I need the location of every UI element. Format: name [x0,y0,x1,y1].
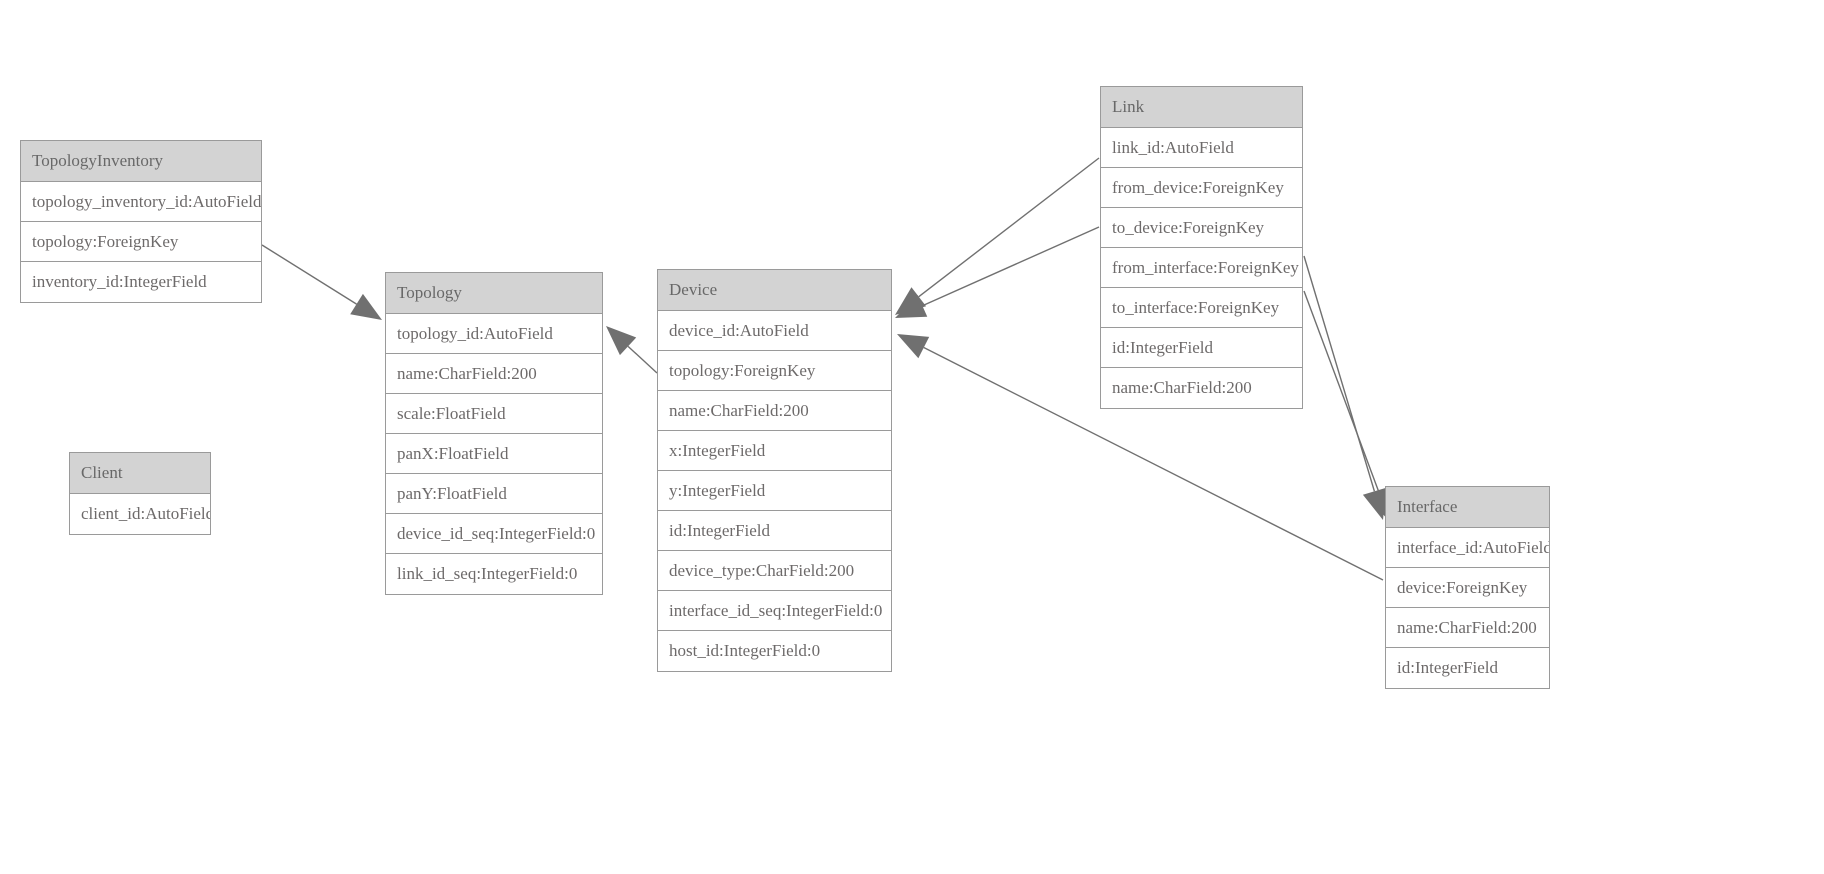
relationship-device-topology [606,326,658,374]
entity-title-device: Device [658,270,891,311]
field-row: interface_id_seq:IntegerField:0 [658,591,891,631]
field-row: device_type:CharField:200 [658,551,891,591]
field-row: name:CharField:200 [1112,378,1252,397]
field-row: x:IntegerField [658,431,891,471]
field-row: interface_id:AutoField [1386,528,1549,568]
field-row: to_interface:ForeignKey [1101,288,1302,328]
relationship-line [627,345,658,374]
field-row: link_id_seq:IntegerField:0 [397,564,578,583]
relationship-line [922,226,1100,307]
entity-title-topology: Topology [386,273,602,314]
field-row: link_id:AutoField [1101,128,1302,168]
field-row: device_id_seq:IntegerField:0 [386,514,602,554]
entity-title-interface: Interface [1386,487,1549,528]
relationship-arrowhead [350,293,382,320]
field-row: host_id:IntegerField:0 [669,641,821,660]
field-row: client_id:AutoField [81,504,210,523]
field-row: topology:ForeignKey [21,222,261,262]
relationship-arrowhead [1362,487,1386,520]
field-row: device_id:AutoField [658,311,891,351]
field-row: from_device:ForeignKey [1101,168,1302,208]
relationship-topologyinventory-topology [261,244,382,320]
relationship-line [1303,290,1381,495]
field-row: panX:FloatField [386,434,602,474]
field-row: to_device:ForeignKey [1101,208,1302,248]
relationship-link-from-interface [1303,255,1386,520]
field-row: topology_id:AutoField [386,314,602,354]
entity-title-topologyinventory: TopologyInventory [21,141,261,182]
relationship-arrowhead [606,326,637,356]
relationship-line [918,157,1100,298]
field-row: y:IntegerField [658,471,891,511]
field-row: id:IntegerField [1397,658,1499,677]
field-row: id:IntegerField [1101,328,1302,368]
relationship-arrowhead [895,294,928,318]
relationship-arrowhead [897,334,930,359]
field-row: name:CharField:200 [386,354,602,394]
relationship-link-to-interface [1303,290,1391,522]
field-list-client: client_id:AutoField [70,494,210,534]
field-row: panY:FloatField [386,474,602,514]
relationship-line [261,244,357,305]
field-row: topology_inventory_id:AutoField [21,182,261,222]
relationship-line [1303,255,1376,492]
entity-client[interactable]: Client client_id:AutoField [69,452,211,535]
field-row: topology:ForeignKey [658,351,891,391]
field-row: scale:FloatField [386,394,602,434]
relationship-link-to-device [895,226,1100,318]
entity-title-link: Link [1101,87,1302,128]
relationship-arrowhead [895,287,927,315]
entity-title-client: Client [70,453,210,494]
field-row: name:CharField:200 [658,391,891,431]
relationship-link-from-device [895,157,1100,315]
field-row: from_interface:ForeignKey [1101,248,1302,288]
field-row: id:IntegerField [658,511,891,551]
field-row: device:ForeignKey [1386,568,1549,608]
field-row: inventory_id:IntegerField [32,272,207,291]
field-row: name:CharField:200 [1386,608,1549,648]
